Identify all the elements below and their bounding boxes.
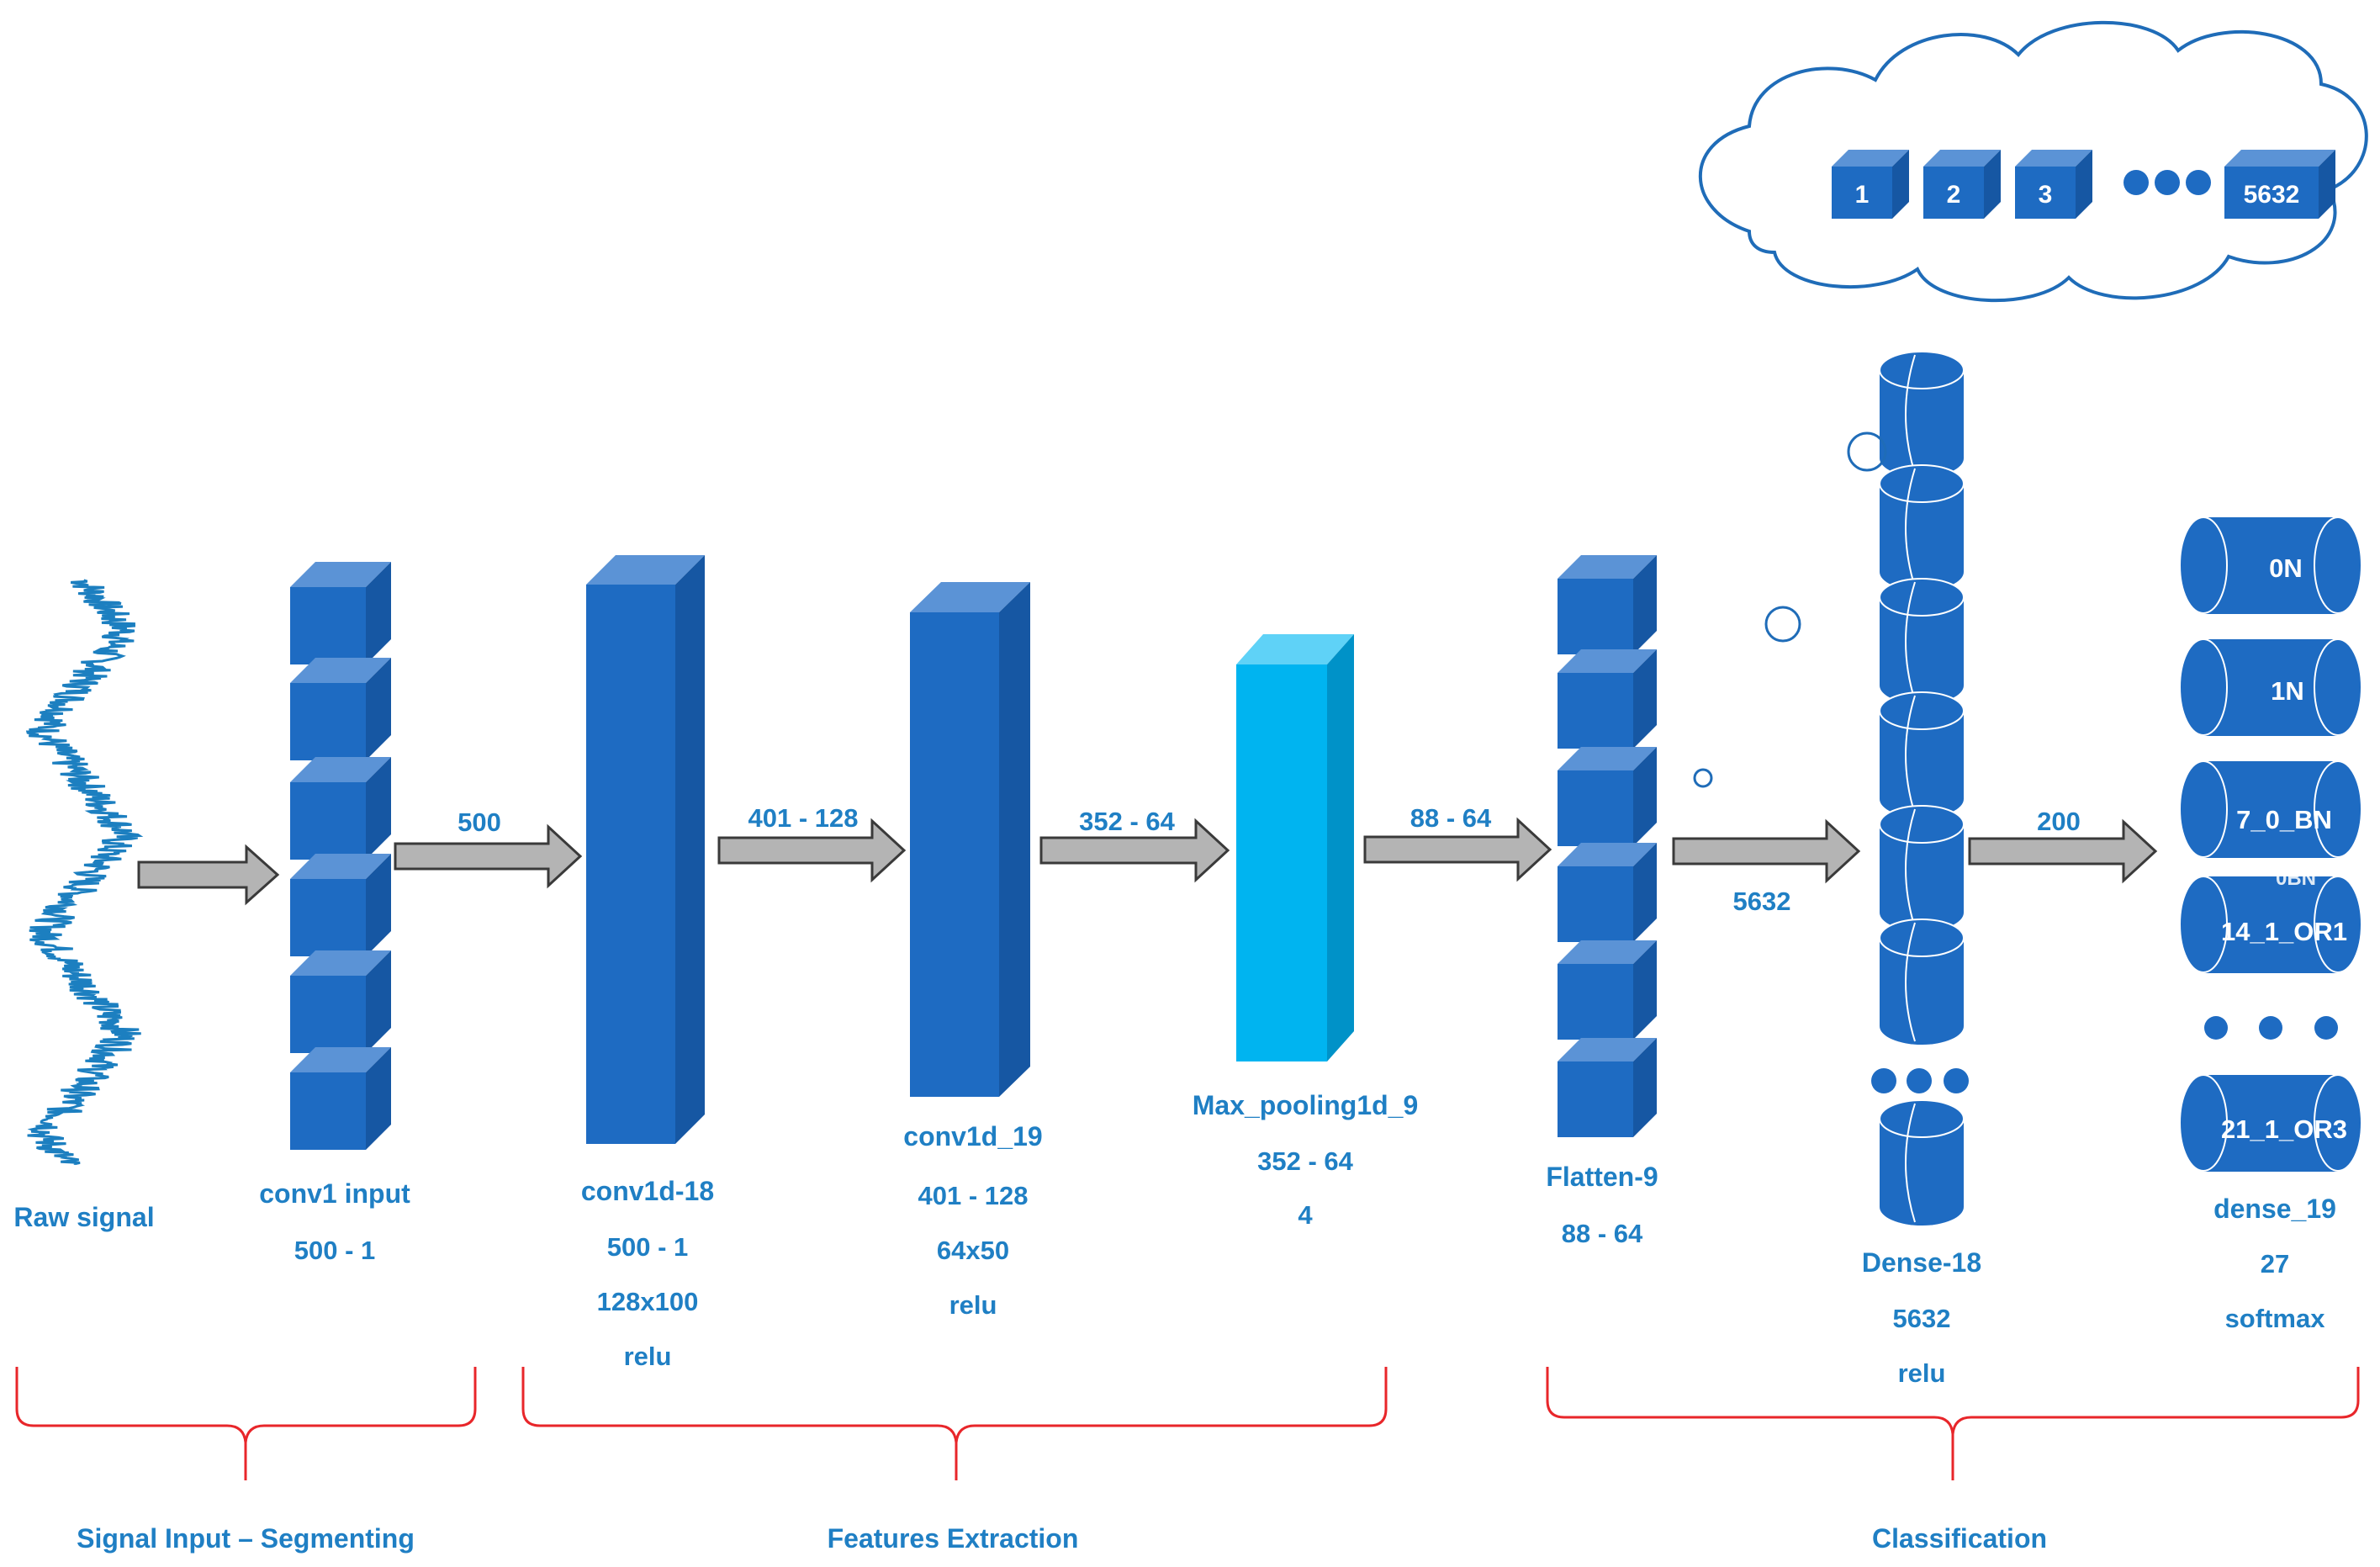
output-label-21-1-or3: 21_1_OR3 [2221,1114,2347,1144]
arrow-label-200: 200 [2037,807,2081,836]
brace-features-extraction [521,1367,1388,1480]
dense-18-activation: relu [1898,1358,1946,1388]
arrow-conv19-to-pool [1039,818,1230,883]
cloud-cube: 5632 [2224,150,2335,219]
input-cube [290,854,391,956]
conv1d-18-block [586,555,705,1144]
output-cylinder-14-1-or1: 0BN 14_1_OR1 [2179,867,2362,973]
flatten-cube [1558,940,1657,1040]
flatten-cube [1558,843,1657,942]
max-pooling-block [1236,634,1354,1061]
output-cylinder-21-1-or3: 21_1_OR3 [2179,1074,2362,1172]
arrow-label-352-64: 352 - 64 [1079,807,1176,836]
output-label-0bn-hidden: 0BN [2276,867,2316,890]
conv1d-19-kernel: 64x50 [937,1236,1009,1265]
raw-signal-waveform [25,579,144,1166]
flatten-block-stack [1558,555,1657,1137]
flatten-cube [1558,747,1657,846]
output-cylinder-1n: 1N [2179,638,2362,736]
max-pooling-shape: 352 - 64 [1257,1146,1354,1176]
output-label-7-0-bn: 7_0_BN [2236,805,2332,834]
input-cube [290,658,391,760]
cloud-cube: 2 [1923,150,2001,219]
conv1d-19-label: conv1d_19 [903,1121,1042,1151]
arrow-label-5632: 5632 [1733,887,1791,916]
arrow-label-88-64: 88 - 64 [1410,803,1492,833]
max-pooling-label: Max_pooling1d_9 [1193,1090,1419,1120]
section-signal-input: Signal Input – Segmenting [77,1523,415,1554]
cloud-cube: 3 [2015,150,2092,219]
flatten-label: Flatten-9 [1546,1162,1658,1192]
conv1d-18-label: conv1d-18 [581,1176,714,1206]
cloud-cube: 1 [1832,150,1909,219]
dense-18-label: Dense-18 [1862,1247,1981,1278]
dense-18-units: 5632 [1893,1304,1951,1333]
output-label-14-1-or1: 14_1_OR1 [2221,917,2347,946]
dense-18-cylinder [1879,578,1965,704]
arrow-input-to-conv18 [394,823,583,889]
dense-18-cylinder [1879,691,1965,818]
input-cube [290,1047,391,1150]
flatten-shape: 88 - 64 [1562,1219,1643,1248]
dense-19-activation: softmax [2225,1304,2326,1333]
conv1-input-label: conv1 input [259,1178,410,1209]
arrow-label-500: 500 [457,807,501,837]
dense-18-cylinder [1879,1099,1965,1226]
conv1d-18-shape: 500 - 1 [607,1232,689,1262]
output-cylinder-7-0-bn: 7_0_BN [2179,760,2362,858]
arrow-dense18-to-dense19 [1968,818,2158,884]
brace-signal-input [15,1367,477,1480]
arrow-flatten-to-dense18 [1672,818,1861,884]
cloud-cube-label: 2 [1947,181,1961,209]
output-label-1n: 1N [2271,676,2304,706]
dense-18-cylinder [1879,351,1965,477]
dense-19-label: dense_19 [2213,1194,2336,1224]
cloud-cube-row: 1 2 3 5632 [1832,150,2335,219]
dense-18-cylinder [1879,918,1965,1045]
flatten-cube [1558,649,1657,749]
conv1d-18-activation: relu [624,1342,672,1371]
arrow-signal-to-input [137,844,280,906]
conv1d-18-kernel: 128x100 [597,1287,699,1316]
conv1-input-shape: 500 - 1 [294,1236,376,1265]
conv1-input-block-stack [290,562,391,1150]
cloud-cube-label: 1 [1855,181,1870,209]
conv1d-19-block [910,582,1030,1097]
dense-18-ellipsis-dots [1871,1068,1969,1093]
section-classification: Classification [1872,1523,2047,1554]
section-features-extraction: Features Extraction [828,1523,1079,1554]
dense-18-cylinder [1879,805,1965,931]
arrow-conv18-to-conv19 [717,818,907,883]
input-cube [290,562,391,664]
arrow-label-401-128: 401 - 128 [748,803,859,833]
flatten-cube [1558,555,1657,654]
cloud-ellipsis-dots [2123,170,2211,195]
output-label-0n: 0N [2269,553,2303,583]
dense-18-cylinder-stack [1879,351,1965,1226]
conv1d-19-activation: relu [949,1290,997,1320]
output-cylinder-0n: 0N [2179,516,2362,614]
cloud-cube-label: 3 [2039,181,2053,209]
flatten-cube [1558,1038,1657,1137]
max-pooling-size: 4 [1298,1200,1313,1230]
conv1d-19-shape: 401 - 128 [918,1181,1029,1210]
raw-signal-label: Raw signal [13,1202,154,1232]
cloud-cube-label: 5632 [2244,181,2300,209]
brace-classification [1546,1367,2360,1480]
dense-19-units: 27 [2261,1249,2289,1278]
dense-18-cylinder [1879,464,1965,590]
arrow-pool-to-flatten [1363,817,1552,882]
input-cube [290,950,391,1053]
input-cube [290,757,391,860]
output-ellipsis-dots [2204,1016,2338,1040]
